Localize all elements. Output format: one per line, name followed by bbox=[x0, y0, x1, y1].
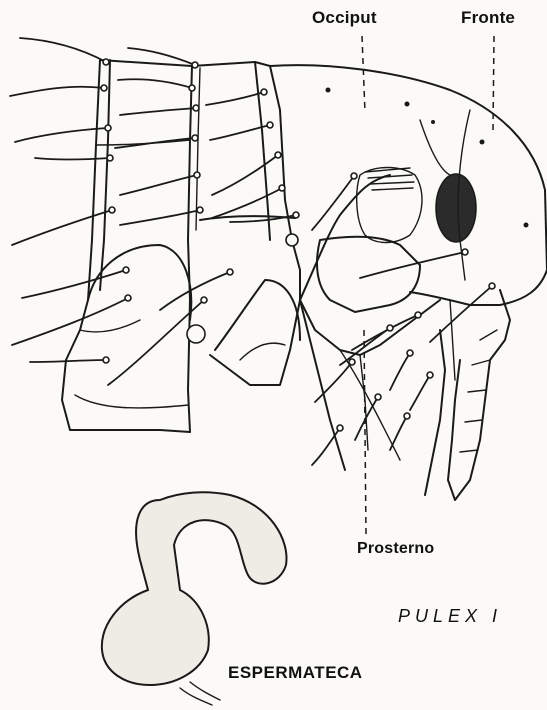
fronte-leader-line bbox=[493, 36, 494, 130]
bristles bbox=[10, 38, 492, 465]
mouthparts bbox=[425, 290, 510, 500]
spermatheca-label: ESPERMATECA bbox=[228, 663, 363, 683]
species-title: PULEX I bbox=[398, 606, 502, 627]
prosterno-leader-line bbox=[364, 330, 366, 534]
prosterno-label: Prosterno bbox=[357, 540, 434, 558]
thoracic-segment-middle bbox=[192, 62, 300, 385]
fronte-label: Fronte bbox=[461, 8, 515, 28]
prosternal-region bbox=[300, 300, 400, 470]
occiput-label: Occiput bbox=[312, 8, 377, 28]
eye bbox=[436, 174, 476, 242]
head-capsule bbox=[270, 65, 547, 355]
thoracic-segment-left bbox=[62, 60, 205, 432]
occiput-leader-line bbox=[362, 36, 365, 112]
